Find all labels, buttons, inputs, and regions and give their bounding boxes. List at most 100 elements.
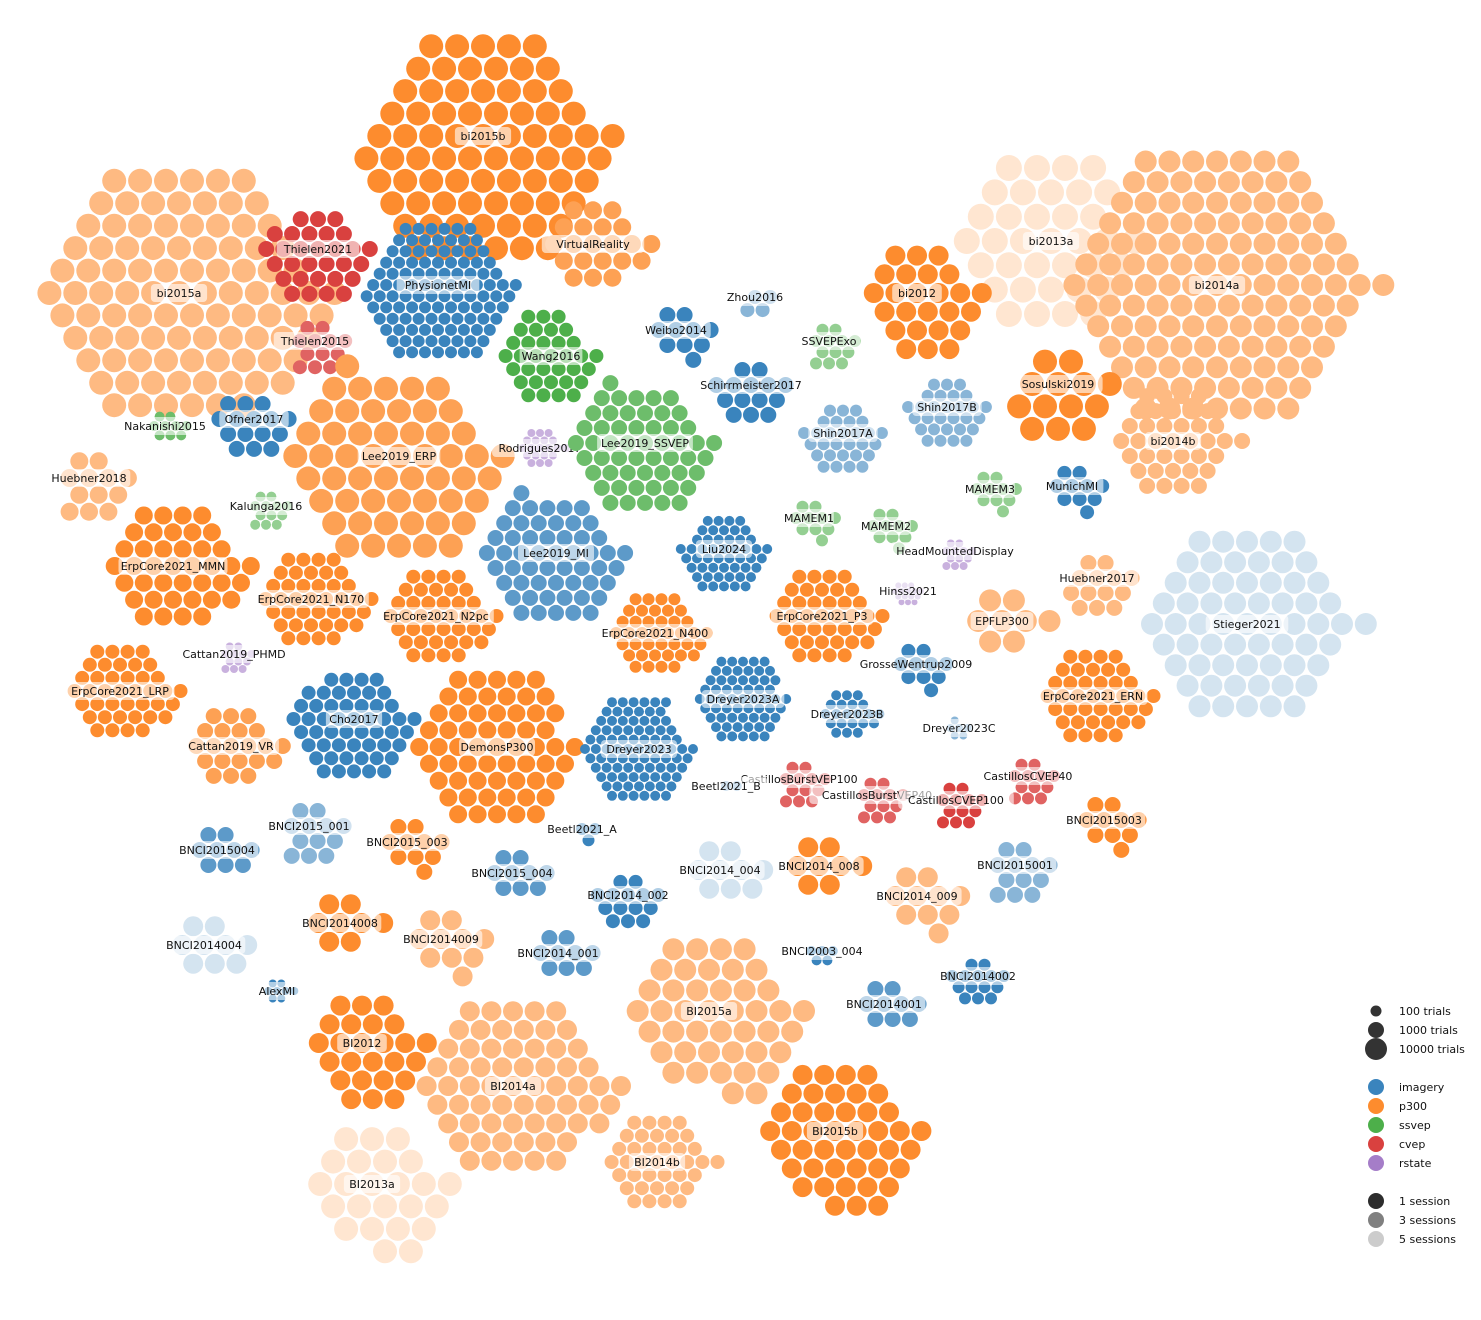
subject-point-thielen2015 [315, 320, 330, 335]
legend-paradigm-marker-cvep [1368, 1136, 1384, 1152]
subject-point-liu2024 [697, 562, 708, 573]
subject-point-bi2014a [1146, 253, 1169, 276]
subject-point-huebner2017 [1071, 599, 1088, 616]
subject-point-erpcore2021-n2pc [451, 622, 466, 637]
cluster-label-bg [1038, 687, 1148, 705]
subject-point-schirrmeister2017 [743, 406, 759, 423]
subject-point-erpcore2021-n400 [636, 649, 648, 662]
subject-point-cho2017 [286, 712, 301, 726]
cluster-erpcore2021-n400: ErpCore2021_N400 [597, 593, 713, 673]
cluster-lee2019-erp: Lee2019_ERP [283, 354, 515, 558]
subject-point-erpcore2021-p3 [867, 622, 882, 637]
subject-point-bi2015b [458, 191, 482, 216]
cluster-thielen2015: Thielen2015 [273, 320, 357, 375]
subject-point-bi2012 [373, 1070, 394, 1091]
subject-point-bi2014a [1158, 232, 1181, 255]
subject-point-bi2015a [89, 325, 114, 350]
subject-point-huebner2017 [1080, 585, 1097, 601]
subject-point-bi2014a [1099, 335, 1122, 358]
subject-point-bi2012 [917, 339, 938, 360]
subject-point-bi2015b [535, 101, 560, 126]
cluster-label-wang2016: Wang2016 [522, 350, 581, 363]
subject-point-bi2014a [1158, 274, 1181, 296]
subject-point-huebner2018 [109, 485, 128, 504]
subject-point-bi2014a [1111, 232, 1133, 255]
subject-point-bi2012 [939, 301, 960, 322]
subject-point-bi2012 [384, 1014, 405, 1035]
subject-point-erpcore2021-lrp [128, 710, 143, 725]
subject-point-bnci2015004 [217, 827, 234, 843]
subject-point-grossewentrup2009 [901, 670, 916, 685]
subject-point-stieger2021 [1319, 633, 1342, 656]
subject-point-lee2019-erp [322, 421, 347, 446]
subject-point-cho2017 [301, 685, 316, 700]
subject-point-bi2014a [1182, 356, 1205, 379]
subject-point-bi2015a [89, 236, 114, 261]
cluster-label-bg [861, 517, 911, 535]
subject-point-erpcore2021-n170 [341, 605, 356, 620]
subject-point-bnci2014004 [183, 953, 204, 974]
subject-point-bi2015b [393, 168, 418, 193]
cluster-label-demonsp300: DemonsP300 [460, 741, 533, 754]
subject-point-bnci2014-004 [720, 878, 741, 899]
subject-point-bi2014a [1229, 397, 1252, 420]
subject-point-lee2019-mi [522, 530, 539, 546]
subject-point-bi2014a [1146, 212, 1169, 235]
subject-point-dreyer2023a [721, 665, 732, 676]
subject-point-bnci2015-003 [407, 819, 424, 835]
subject-point-bi2015a [205, 303, 230, 328]
subject-point-physionetmi [425, 335, 438, 348]
subject-point-bnci2014-002 [613, 874, 628, 889]
subject-point-erpcore2021-mmn [154, 540, 173, 559]
subject-point-shin2017b [902, 401, 915, 413]
subject-point-bi2015b [803, 1158, 824, 1179]
subject-point-erpcore2021-n2pc [421, 648, 436, 663]
subject-point-cho2017 [331, 738, 346, 753]
subject-point-stieger2021 [1295, 633, 1318, 656]
cluster-grossewentrup2009: GrosseWentrup2009 [854, 643, 978, 698]
subject-point-demonsp300 [556, 754, 574, 773]
subject-point-bi2014a [513, 1019, 534, 1040]
cluster-dreyer2023: Dreyer2023 [580, 697, 698, 801]
subject-point-lee2019-mi [582, 574, 599, 591]
subject-point-bi2015a [63, 281, 88, 305]
subject-point-headmounteddisplay [942, 562, 951, 570]
subject-point-ssvepexo [810, 357, 822, 370]
subject-point-erpcore2021-p3 [784, 582, 799, 597]
subject-point-bi2015b [771, 1139, 791, 1160]
subject-point-demonsp300 [478, 754, 497, 773]
subject-point-virtualreality [574, 251, 593, 270]
subject-point-bi2014b [1130, 403, 1147, 420]
subject-point-bi2015a [128, 393, 153, 418]
subject-point-bi2014b [1139, 418, 1156, 434]
subject-point-lee2019-ssvep [671, 464, 688, 481]
subject-point-bnci2014002 [959, 992, 971, 1005]
subject-point-bi2015b [432, 146, 457, 171]
subject-point-thielen2015 [323, 360, 338, 375]
subject-point-bi2013a [1052, 203, 1078, 230]
subject-point-demonsp300 [526, 805, 545, 824]
subject-point-erpcore2021-mmn [193, 607, 212, 626]
subject-point-bi2014a [1170, 212, 1193, 235]
subject-point-stieger2021 [1331, 613, 1353, 635]
subject-point-bi2015a [141, 191, 166, 216]
subject-point-stieger2021 [1188, 571, 1211, 594]
subject-point-erpcore2021-n400 [623, 604, 636, 617]
subject-point-munichmi [1057, 465, 1072, 480]
subject-point-lee2019-mi [487, 530, 504, 546]
subject-point-stieger2021 [1200, 592, 1223, 615]
subject-point-bi2015a [709, 1020, 732, 1043]
subject-point-munichmi [1072, 492, 1087, 507]
subject-point-sosulski2019 [1007, 394, 1032, 419]
subject-point-erpcore2021-n170 [296, 631, 311, 646]
subject-point-bi2014b [1190, 418, 1207, 434]
subject-point-erpcore2021-ern [1146, 689, 1161, 703]
subject-point-sosulski2019 [1059, 349, 1083, 374]
subject-point-bi2014a [1372, 274, 1395, 296]
subject-point-physionetmi [457, 346, 470, 359]
subject-point-liu2024 [697, 525, 708, 536]
subject-point-lee2019-mi [504, 500, 521, 517]
subject-point-shin2017b [928, 423, 940, 436]
subject-point-stieger2021 [1283, 571, 1306, 594]
